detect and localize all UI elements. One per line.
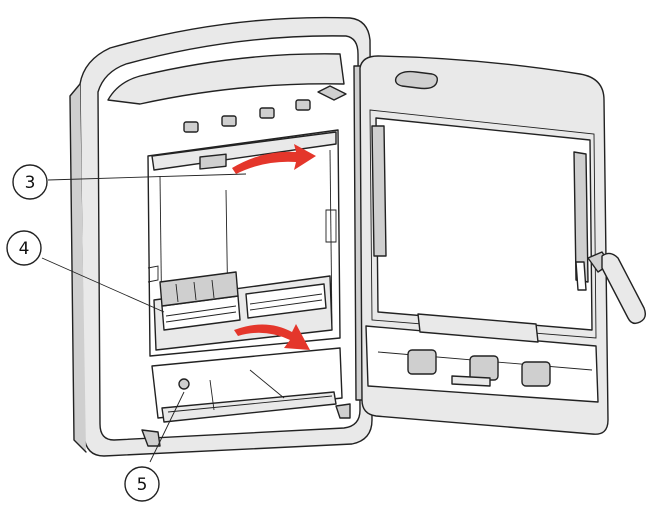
callout-5: 5 <box>124 466 160 502</box>
air-flow-arrow-upper <box>232 144 316 174</box>
callout-5-label: 5 <box>137 475 148 495</box>
door-rollers <box>407 349 551 387</box>
callout-3: 3 <box>12 164 48 200</box>
callout-3-leader <box>47 173 247 181</box>
vent-slot <box>183 121 199 133</box>
grate <box>153 271 333 351</box>
callout-4-leader <box>41 257 165 313</box>
door-handle <box>575 251 647 325</box>
ash-pan-knob <box>178 378 190 390</box>
baffle-plate <box>151 131 337 171</box>
vent-slot <box>295 99 311 111</box>
callout-4-label: 4 <box>19 239 30 259</box>
callout-4: 4 <box>6 230 42 266</box>
air-control-lever <box>317 85 347 101</box>
door-glass <box>375 117 593 331</box>
vent-slot <box>221 115 237 127</box>
door-top-handle <box>394 70 439 90</box>
callout-3-label: 3 <box>25 173 36 193</box>
stove-door <box>353 55 647 435</box>
air-flow-arrow-lower <box>234 324 310 350</box>
stove-body <box>69 16 373 457</box>
vent-slot <box>259 107 275 119</box>
callout-5-leader <box>149 391 185 463</box>
